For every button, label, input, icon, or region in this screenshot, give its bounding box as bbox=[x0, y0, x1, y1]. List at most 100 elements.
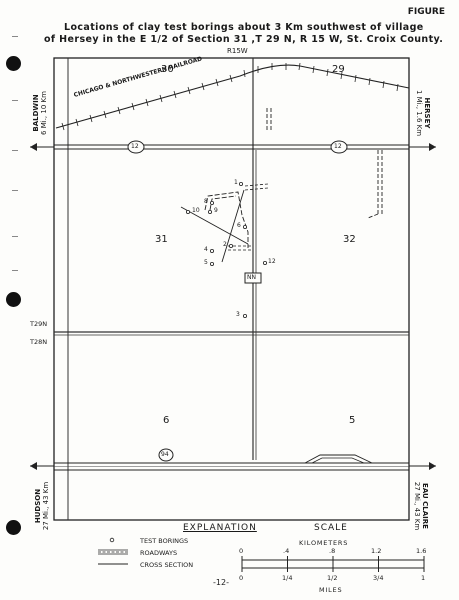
baldwin-distance: 6 Mi., 10 Km bbox=[40, 91, 48, 135]
dashed-road-east bbox=[367, 150, 383, 219]
section-5-label: 5 bbox=[349, 415, 356, 426]
boring-symbol bbox=[228, 243, 233, 248]
km-tick-08: .8 bbox=[329, 547, 336, 555]
highway-12-shield-label-west: 12 bbox=[131, 143, 139, 150]
road-nn-label: NN bbox=[247, 274, 256, 281]
margin-mark bbox=[12, 270, 18, 271]
arrow-west-icon bbox=[30, 143, 37, 151]
scale-miles-label: MILES bbox=[319, 586, 343, 594]
driveway bbox=[244, 183, 269, 191]
hersey-distance: 1 Mi., 1.6 Km bbox=[415, 89, 423, 137]
boring-symbol bbox=[207, 209, 212, 214]
scale-km-label: KILOMETERS bbox=[299, 539, 349, 547]
map-title-line-1: Locations of clay test borings about 3 K… bbox=[64, 22, 424, 33]
township-t29n-label: T29N bbox=[30, 320, 48, 328]
hudson-label: HUDSON 27 Mi., 43 Km bbox=[34, 470, 50, 542]
road-nn-box bbox=[244, 272, 262, 284]
highway-12-shield-east bbox=[330, 140, 348, 154]
hersey-town: HERSEY bbox=[423, 97, 431, 129]
test-borings bbox=[185, 181, 267, 318]
boring-symbol bbox=[262, 260, 267, 265]
interstate-94-shield bbox=[158, 448, 174, 462]
mile-tick-0: 0 bbox=[239, 574, 244, 582]
boring-label-6: 6 bbox=[237, 222, 241, 229]
boring-label-9: 9 bbox=[214, 207, 218, 214]
arrow-west-icon bbox=[30, 462, 37, 470]
margin-mark bbox=[12, 150, 18, 151]
boring-label-8: 8 bbox=[204, 198, 208, 205]
legend-symbols bbox=[98, 537, 128, 565]
map-frame bbox=[53, 57, 410, 521]
interstate-94-shield-label: 94 bbox=[161, 451, 169, 458]
hersey-label: HERSEY 1 Mi., 1.6 Km bbox=[415, 83, 431, 143]
section-30-label: 30 bbox=[161, 64, 174, 75]
legend-test-borings: TEST BORINGS bbox=[140, 537, 189, 545]
boring-label-1: 1 bbox=[234, 179, 238, 186]
km-tick-16: 1.6 bbox=[416, 547, 427, 555]
binder-hole-bottom bbox=[6, 520, 21, 535]
boring-symbol bbox=[238, 181, 243, 186]
eau-claire-town: EAU CLAIRE bbox=[421, 483, 429, 529]
scale-bars bbox=[241, 556, 425, 572]
section-32-label: 32 bbox=[343, 234, 356, 245]
highway-12-shield-west bbox=[127, 140, 145, 154]
legend-roadways: ROADWAYS bbox=[140, 549, 178, 557]
boring-symbol bbox=[209, 248, 214, 253]
section-31-label: 31 bbox=[155, 234, 168, 245]
boring-symbol bbox=[209, 200, 214, 205]
arrow-east-icon bbox=[429, 143, 436, 151]
mile-tick-1: 1 bbox=[421, 574, 426, 582]
highway-12-shield-label-east: 12 bbox=[334, 143, 342, 150]
railroad-ties bbox=[61, 62, 399, 131]
margin-mark bbox=[12, 100, 18, 101]
boring-label-4: 4 bbox=[204, 246, 208, 253]
map-title-line-2: of Hersey in the E 1/2 of Section 31 ,T … bbox=[44, 34, 444, 45]
figure-label: FIGURE bbox=[407, 7, 445, 17]
eau-claire-label: EAU CLAIRE 27 Mi., 43 Km bbox=[413, 470, 429, 542]
boring-symbol bbox=[242, 313, 247, 318]
mile-tick-three-quarter: 3/4 bbox=[373, 574, 384, 582]
boring-label-10: 10 bbox=[192, 207, 200, 214]
section-29-label: 29 bbox=[332, 64, 345, 75]
arrow-east-icon bbox=[429, 462, 436, 470]
dashed-road-north bbox=[266, 108, 272, 130]
legend-title: EXPLANATION bbox=[183, 523, 257, 533]
range-label: R15W bbox=[227, 47, 248, 55]
legend-boring-symbol bbox=[109, 537, 115, 543]
eau-claire-distance: 27 Mi., 43 Km bbox=[413, 481, 421, 531]
margin-mark bbox=[12, 36, 18, 37]
margin-mark bbox=[12, 190, 18, 191]
mile-tick-half: 1/2 bbox=[327, 574, 338, 582]
township-t28n-label: T28N bbox=[30, 338, 48, 346]
railroad bbox=[55, 64, 410, 129]
km-tick-04: .4 bbox=[283, 547, 290, 555]
farm-road-parallel bbox=[209, 195, 237, 211]
binder-hole-top bbox=[6, 56, 21, 71]
hudson-distance: 27 Mi., 43 Km bbox=[42, 481, 50, 531]
boring-label-2: 2 bbox=[223, 241, 227, 248]
boring-label-5: 5 bbox=[204, 259, 208, 266]
mile-tick-quarter: 1/4 bbox=[282, 574, 293, 582]
section-6-label: 6 bbox=[163, 415, 170, 426]
margin-mark bbox=[12, 236, 18, 237]
boring-label-3: 3 bbox=[236, 311, 240, 318]
legend-cross-section: CROSS SECTION bbox=[140, 561, 194, 569]
hudson-town: HUDSON bbox=[34, 488, 42, 524]
km-tick-12: 1.2 bbox=[371, 547, 382, 555]
boring-symbol bbox=[209, 261, 214, 266]
baldwin-label: BALDWIN 6 Mi., 10 Km bbox=[32, 83, 48, 143]
binder-hole-middle bbox=[6, 292, 21, 307]
cross-section-line-b bbox=[221, 189, 245, 263]
interchange-ramp bbox=[304, 454, 373, 464]
driveway-south bbox=[228, 245, 252, 251]
cross-section-line-a bbox=[180, 206, 249, 245]
boring-label-12: 12 bbox=[268, 258, 276, 265]
baldwin-town: BALDWIN bbox=[32, 94, 40, 132]
boring-symbol bbox=[242, 224, 247, 229]
boring-symbol bbox=[185, 209, 190, 214]
interchange-ramp-inner bbox=[311, 457, 365, 464]
scale-title: SCALE bbox=[314, 523, 348, 533]
km-tick-0: 0 bbox=[239, 547, 244, 555]
page-number: -12- bbox=[213, 578, 229, 587]
